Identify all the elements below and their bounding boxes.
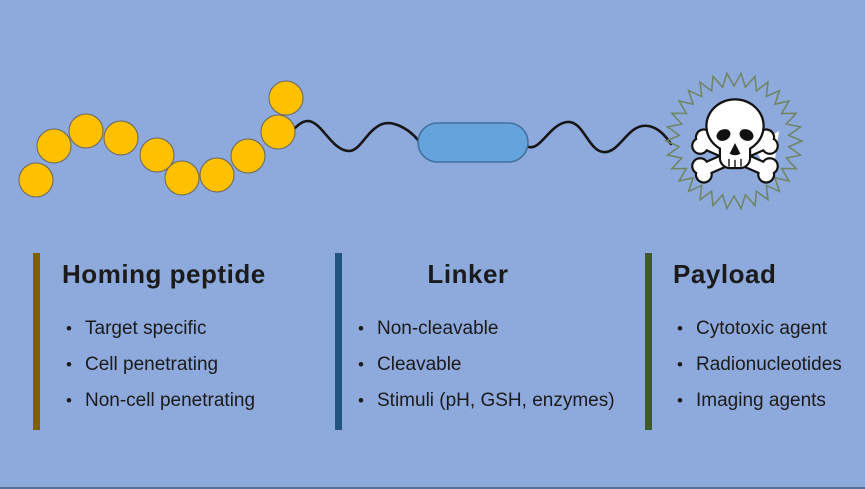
peptide-bead [103,120,139,156]
accent-bar [33,253,40,430]
list-item: Stimuli (pH, GSH, enzymes) [358,389,615,413]
peptide-bead [199,157,235,193]
accent-bar [335,253,342,430]
linker-capsule [417,122,529,163]
list-item: Radionucleotides [677,353,842,377]
accent-bar [645,253,652,430]
list-item: Non-cell penetrating [66,389,255,413]
column-title: Homing peptide [62,259,266,289]
column-homing-peptide: Homing peptide Target specific Cell pene… [33,253,333,430]
column-payload: Payload Cytotoxic agent Radionucleotides… [645,253,865,430]
column-title: Linker [427,259,509,289]
list-item: Target specific [66,317,255,341]
peptide-bead [68,113,104,149]
list-item: Non-cleavable [358,317,615,341]
connector-wave-right-icon [527,120,673,154]
skull-teeth [728,158,742,168]
column-title: Payload [673,259,777,289]
starburst-icon [664,71,804,211]
peptide-bead [268,80,304,116]
column-item-list: Target specific Cell penetrating Non-cel… [66,317,255,425]
peptide-bead [230,138,266,174]
column-item-list: Cytotoxic agent Radionucleotides Imaging… [677,317,842,425]
peptide-bead [260,114,296,150]
peptide-bead [18,162,54,198]
list-item: Imaging agents [677,389,842,413]
peptide-bead [36,128,72,164]
skull-face [716,129,754,156]
column-item-list: Non-cleavable Cleavable Stimuli (pH, GSH… [358,317,615,425]
list-item: Cytotoxic agent [677,317,842,341]
peptide-bead-chain [18,80,304,198]
conjugate-diagram [18,71,804,211]
column-linker: Linker Non-cleavable Cleavable Stimuli (… [335,253,640,430]
list-item: Cleavable [358,353,615,377]
connector-wave-left-icon [293,119,420,153]
peptide-bead [164,160,200,196]
peptide-bead [139,137,175,173]
slide-bottom-edge [0,487,865,489]
skull-crossbones-icon [691,98,779,184]
list-item: Cell penetrating [66,353,255,377]
